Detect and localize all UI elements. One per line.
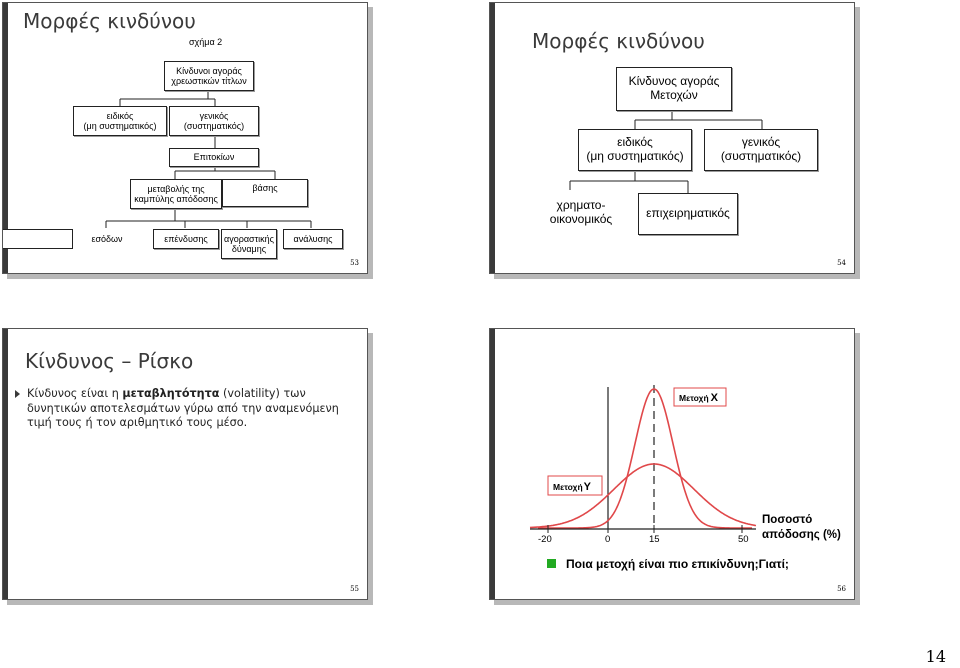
general-risk-box: γενικός (συστηματικός) bbox=[169, 106, 259, 136]
slide-55: Κίνδυνος – Ρίσκο Κίνδυνος είναι η μεταβλ… bbox=[2, 328, 368, 600]
stock-y-label-box bbox=[547, 475, 603, 496]
slide-left-bar bbox=[490, 3, 495, 273]
interest-rate-box: Επιτοκίων bbox=[169, 148, 259, 167]
slide-title: Κίνδυνος – Ρίσκο bbox=[25, 349, 194, 373]
general-risk-box: γενικός (συστηματικός) bbox=[704, 129, 818, 171]
slide-number: 55 bbox=[350, 585, 359, 593]
curve-stock-x bbox=[538, 388, 752, 529]
question-text: Ποια μετοχή είναι πιο επικίνδυνη;Γιατί; bbox=[566, 557, 789, 571]
axis-label: Ποσοστό απόδοσης (%) bbox=[762, 514, 841, 541]
definition-text-start: Κίνδυνος είναι η bbox=[27, 387, 123, 400]
slide-54: Μορφές κινδύνου Κίνδυνος αγοράς Μετοχών … bbox=[489, 2, 855, 274]
curve-stock-y bbox=[529, 463, 757, 529]
slide-left-bar bbox=[490, 329, 495, 599]
purchasing-power-box: αγοραστικής δύναμης bbox=[221, 229, 277, 259]
stock-x-label-box bbox=[673, 387, 727, 407]
slide-number: 53 bbox=[350, 259, 359, 267]
tick-label: 50 bbox=[738, 534, 749, 545]
income-label-box bbox=[3, 229, 73, 249]
figure-caption: σχήμα 2 bbox=[189, 37, 223, 47]
bullet-arrow-icon bbox=[15, 390, 20, 398]
slide-53: Μορφές κινδύνου σχήμα 2 Κίνδυνοι αγοράς … bbox=[2, 2, 368, 274]
slide-left-bar bbox=[3, 329, 8, 599]
specific-risk-box: ειδικός (μη συστηματικός) bbox=[578, 129, 692, 171]
business-risk-box: επιχειρηματικός bbox=[638, 193, 738, 235]
slide-title: Μορφές κινδύνου bbox=[532, 29, 705, 53]
tree-connectors bbox=[569, 110, 763, 193]
stock-y-label: ΜετοχήΥ bbox=[553, 481, 592, 493]
slide-number: 56 bbox=[837, 585, 846, 593]
tick-label: -20 bbox=[538, 534, 552, 545]
slide-number: 54 bbox=[837, 259, 846, 267]
definition-text-end: (volatility) των δυνητικών αποτελεσμάτων… bbox=[27, 387, 339, 430]
income-box: εσόδων bbox=[73, 229, 141, 249]
curve-change-box: μεταβολής της καμπύλης απόδοσης bbox=[130, 179, 222, 209]
tick-label: 15 bbox=[649, 534, 660, 545]
financial-risk-box: χρηματο- οικονομικός bbox=[532, 190, 630, 236]
investment-box: επένδυσης bbox=[153, 229, 219, 249]
definition-bullet: Κίνδυνος είναι η μεταβλητότητα (volatili… bbox=[15, 387, 345, 431]
slide-left-bar bbox=[3, 3, 8, 273]
specific-risk-box: ειδικός (μη συστηματικός) bbox=[73, 106, 167, 136]
tree-connectors bbox=[105, 91, 312, 228]
slide-title: Μορφές κινδύνου bbox=[23, 9, 196, 33]
definition-keyword: μεταβλητότητα bbox=[122, 387, 220, 400]
page-number: 14 bbox=[925, 647, 946, 666]
tick-label: 0 bbox=[605, 534, 610, 545]
root-box: Κίνδυνος αγοράς Μετοχών bbox=[616, 67, 732, 111]
root-box: Κίνδυνοι αγοράς χρεωστικών τίτλων bbox=[164, 61, 254, 91]
green-square-icon bbox=[547, 559, 556, 568]
basis-box: βάσης bbox=[222, 179, 308, 207]
analysis-box: ανάλυσης bbox=[283, 229, 343, 249]
